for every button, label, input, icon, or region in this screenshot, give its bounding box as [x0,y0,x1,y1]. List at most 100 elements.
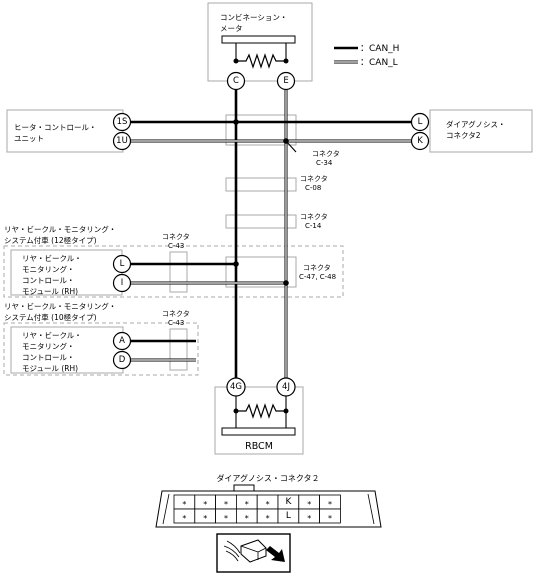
monitor10-group-label-1: リヤ・ビークル・モニタリング・ [4,301,116,311]
monitor10-module-label-1: リヤ・ビークル・ [22,331,82,340]
pin-rbcm-4g: 4G [226,377,246,397]
heater-unit-label-1: ヒータ・コントロール・ [14,123,97,132]
legend-canh-label: ：CAN_H [360,44,399,54]
diag-view-pin-label: K [285,497,292,507]
diag-view-pin-cell [319,508,341,524]
monitor-10pole-group: リヤ・ビークル・モニタリング・ システム付車 (10極タイプ) リヤ・ビークル・… [3,301,199,376]
svg-text:L: L [418,117,423,127]
connector-c34-label-1: コネクタ [312,149,340,158]
monitor12-group-label-2: システム付車 (12極タイプ) [4,235,97,245]
connector-c08-label-2: C-08 [305,184,321,192]
monitor10-module-label-4: モジュール (RH) [22,364,78,373]
combination-meter-label-1: コンビネーション・ [220,13,287,22]
rbcm-terminal-bar [221,427,296,436]
rbcm-box [214,386,304,455]
pin-monitor10-a: A [112,331,132,351]
rbcm-termination-resistor-icon [236,403,286,419]
monitor-12pole-group: リヤ・ビークル・モニタリング・ システム付車 (12極タイプ) リヤ・ビークル・… [3,224,344,298]
diag-view-latch [233,484,255,492]
pin-rbcm-4j: 4J [276,377,296,397]
pin-diag-l: L [410,112,430,132]
monitor10-module-label-2: モニタリング・ [22,341,75,351]
svg-text:I: I [121,278,124,288]
diag-view-pin-label: * [245,514,249,523]
connector-c47-label-1: コネクタ [303,263,331,272]
monitor12-dashed-frame [3,245,344,298]
pin-meter-e: E [276,71,296,91]
diag-view-pin-label: * [266,500,270,509]
diag-view-pin-label: * [203,514,207,523]
diag-view-pin-label: L [286,511,291,521]
connector-c08-body [225,177,297,192]
monitor12-module-label-3: コントロール・ [22,276,75,285]
diag-connector-face-view: ダイアグノシス・コネクタ２ *****K*******L** [155,473,382,528]
combination-meter-label-2: メータ [220,24,243,33]
heater-control-unit: ヒータ・コントロール・ ユニット [6,109,124,153]
meter-terminal-bar [221,35,296,44]
connector-c08-label-1: コネクタ [300,174,328,183]
svg-text:1S: 1S [117,117,128,127]
diag-view-title: ダイアグノシス・コネクタ２ [216,473,319,483]
diag-view-pin-label: * [328,514,332,523]
svg-text:D: D [119,355,126,365]
combination-meter: コンビネーション・ メータ [207,2,313,82]
pin-monitor12-l: L [112,254,132,274]
diag-connector-label-2: コネクタ2 [446,131,481,140]
monitor10-dashed-frame [3,322,199,376]
monitor10-module-box [10,326,124,374]
meter-termination-resistor-icon [236,53,286,69]
pin-meter-c: C [226,71,246,91]
pin-diag-k: K [410,131,430,151]
svg-text:E: E [283,76,288,86]
svg-text:4G: 4G [230,382,242,392]
pin-heater-1s: 1S [112,112,132,132]
svg-text:L: L [120,259,125,269]
monitor12-module-label-1: リヤ・ビークル・ [22,254,82,263]
diag-view-pin-grid: *****K*******L** [173,494,341,524]
pin-heater-1u: 1U [112,131,132,151]
svg-text:A: A [119,336,125,346]
connector-c34-label-2: C-34 [316,159,333,167]
monitor12-group-label-1: リヤ・ビークル・モニタリング・ [4,224,116,234]
diag-connector-label-1: ダイアグノシス・ [446,119,505,129]
connector-c43b-label-2: C-43 [168,319,184,327]
svg-text:K: K [417,136,423,146]
monitor12-module-label-4: モジュール (RH) [22,287,78,296]
connector-c14-body [225,214,297,229]
rbcm: RBCM [214,386,304,455]
diag-view-pin-label: * [224,500,228,509]
connector-c43b-body [169,328,188,371]
legend-canl-label: ：CAN_L [360,58,398,68]
connector-c14-label-2: C-14 [305,222,322,230]
svg-text:4J: 4J [282,382,290,392]
connector-c43b-label-1: コネクタ [162,309,190,318]
diag-view-pin-label: * [203,500,207,509]
monitor10-module-label-3: コントロール・ [22,353,75,362]
diag-view-pin-label: * [307,500,311,509]
connector-c14-label-1: コネクタ [300,212,328,221]
diag-view-pin-label: * [182,514,186,523]
connector-c43a-body [169,251,188,293]
diag-view-pin-label: * [328,500,332,509]
pin-monitor12-i: I [112,273,132,293]
monitor10-group-label-2: システム付車 (10極タイプ) [4,312,97,322]
connector-c43a-label-2: C-43 [168,242,184,250]
connector-c47-label-2: C-47, C-48 [299,273,336,281]
svg-text:1U: 1U [116,136,128,146]
diag-view-pin-label: * [182,500,186,509]
monitor12-module-label-2: モニタリング・ [22,264,75,274]
heater-unit-label-2: ユニット [14,134,44,143]
pin-monitor10-d: D [112,350,132,370]
diag-view-pin-label: * [224,514,228,523]
svg-text:C: C [233,76,239,86]
legend: ：CAN_H ：CAN_L [334,44,399,68]
diag-connector-box [429,109,533,153]
connector-view-icon [216,533,291,573]
diag-view-pin-label: * [245,500,249,509]
diag-view-pin-label: * [266,514,270,523]
diagnosis-connector-2: ダイアグノシス・ コネクタ2 [429,109,533,153]
monitor12-module-box [10,249,123,296]
connector-c43a-label-1: コネクタ [162,232,190,241]
rbcm-label: RBCM [245,441,273,452]
